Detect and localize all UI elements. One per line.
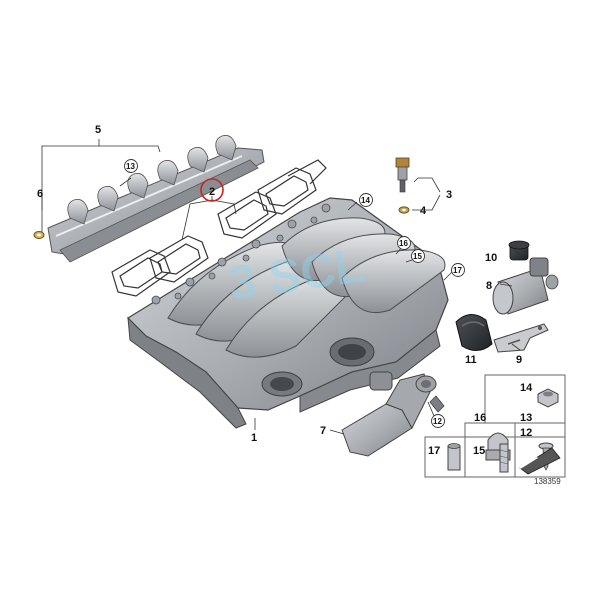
callout-7: 7 [320,425,326,437]
callout-2: 2 [209,186,215,198]
callout-13-circle [124,159,138,173]
legend-label-12: 12 [520,427,532,439]
legend-label-14: 14 [520,382,533,394]
bushing-part [447,443,461,471]
intake-manifold-part [127,197,449,429]
gasket-part [111,159,327,297]
callout-5: 5 [95,124,101,136]
arrow-symbol-icon [519,447,561,475]
leader-lines [41,139,522,435]
callout-11: 11 [465,354,477,366]
callout-14: 14 [361,196,370,205]
grommet-part [508,240,530,261]
callout-15-circle [411,249,425,263]
callout-1: 1 [251,432,257,444]
callout-17: 17 [453,266,462,275]
callout-4: 4 [420,205,427,217]
bracket-part [493,323,549,353]
legend-label-16: 16 [474,412,486,424]
injector-rail-part [47,135,265,263]
reference-number: 138359 [534,477,561,486]
callout-14-circle [359,193,373,207]
callout-9: 9 [516,354,522,366]
callout-15: 15 [413,252,422,261]
callout-12: 12 [433,417,442,426]
callout-17-circle [451,263,465,277]
seal-ring-part [33,231,45,239]
stud-part [499,443,509,473]
callout-3: 3 [446,189,452,201]
idle-valve-part [492,257,559,315]
callout-16-circle [397,236,411,250]
legend-label-15: 15 [473,445,485,457]
legend-label-13: 13 [520,412,532,424]
nut-part [537,388,559,408]
rubber-mount-part [455,314,493,351]
legend-label-17: 17 [428,445,440,457]
callout-10: 10 [485,252,497,264]
highlight-circle [200,178,224,202]
sensor-part [395,157,410,193]
callout-13: 13 [126,162,135,171]
callout-16: 16 [399,239,408,248]
actuator-part [341,371,445,457]
callout-12-circle [431,414,445,428]
washer-part [398,206,410,214]
callout-8: 8 [486,280,492,292]
callout-6: 6 [37,188,43,200]
